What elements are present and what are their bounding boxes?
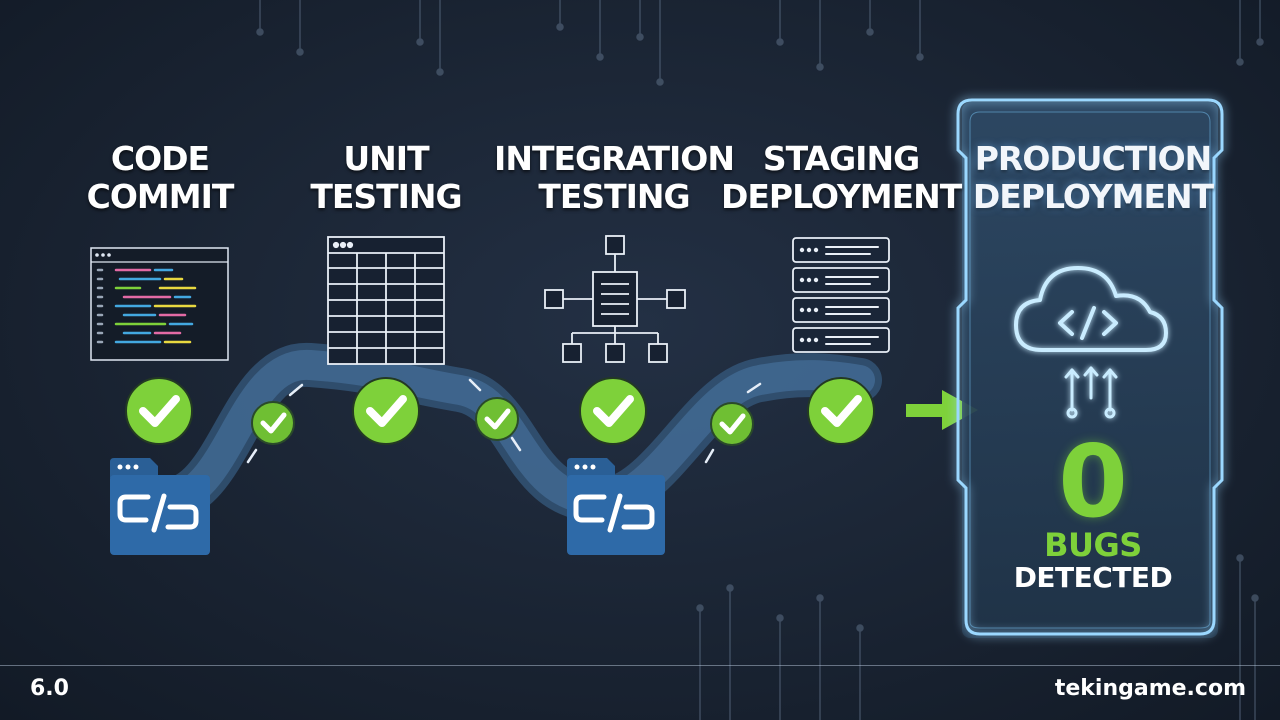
check-icon <box>579 377 647 445</box>
network-nodes-icon <box>544 235 686 363</box>
circuit-traces-decoration <box>256 0 1264 720</box>
detected-label: DETECTED <box>1013 561 1173 594</box>
code-folder-icon <box>110 458 210 555</box>
version-label: 6.0 <box>30 676 69 701</box>
check-icon <box>807 377 875 445</box>
arrow-right-icon <box>906 390 978 430</box>
bugs-label: BUGS <box>1044 526 1142 564</box>
code-folder-icon <box>567 458 665 555</box>
check-icon <box>125 377 193 445</box>
cloud-code-icon <box>1014 266 1168 419</box>
stage-title-integration-testing: INTEGRATION TESTING <box>494 139 735 216</box>
check-icon <box>352 377 420 445</box>
stage-title-staging-deployment: STAGING DEPLOYMENT <box>721 139 962 216</box>
stage-check-icons <box>125 377 875 445</box>
pipeline-pipe <box>143 343 882 523</box>
bug-count: 0 <box>1058 423 1128 540</box>
site-watermark: tekingame.com <box>1054 676 1246 701</box>
stage-title-unit-testing: UNIT TESTING <box>310 139 462 216</box>
stage-title-code-commit: CODE COMMIT <box>86 139 235 216</box>
table-icon <box>327 236 445 365</box>
server-stack-icon <box>792 237 890 353</box>
stage-title-production-deployment: PRODUCTION DEPLOYMENT <box>972 139 1214 216</box>
footer-divider <box>0 665 1280 666</box>
code-window-icon <box>90 247 229 361</box>
